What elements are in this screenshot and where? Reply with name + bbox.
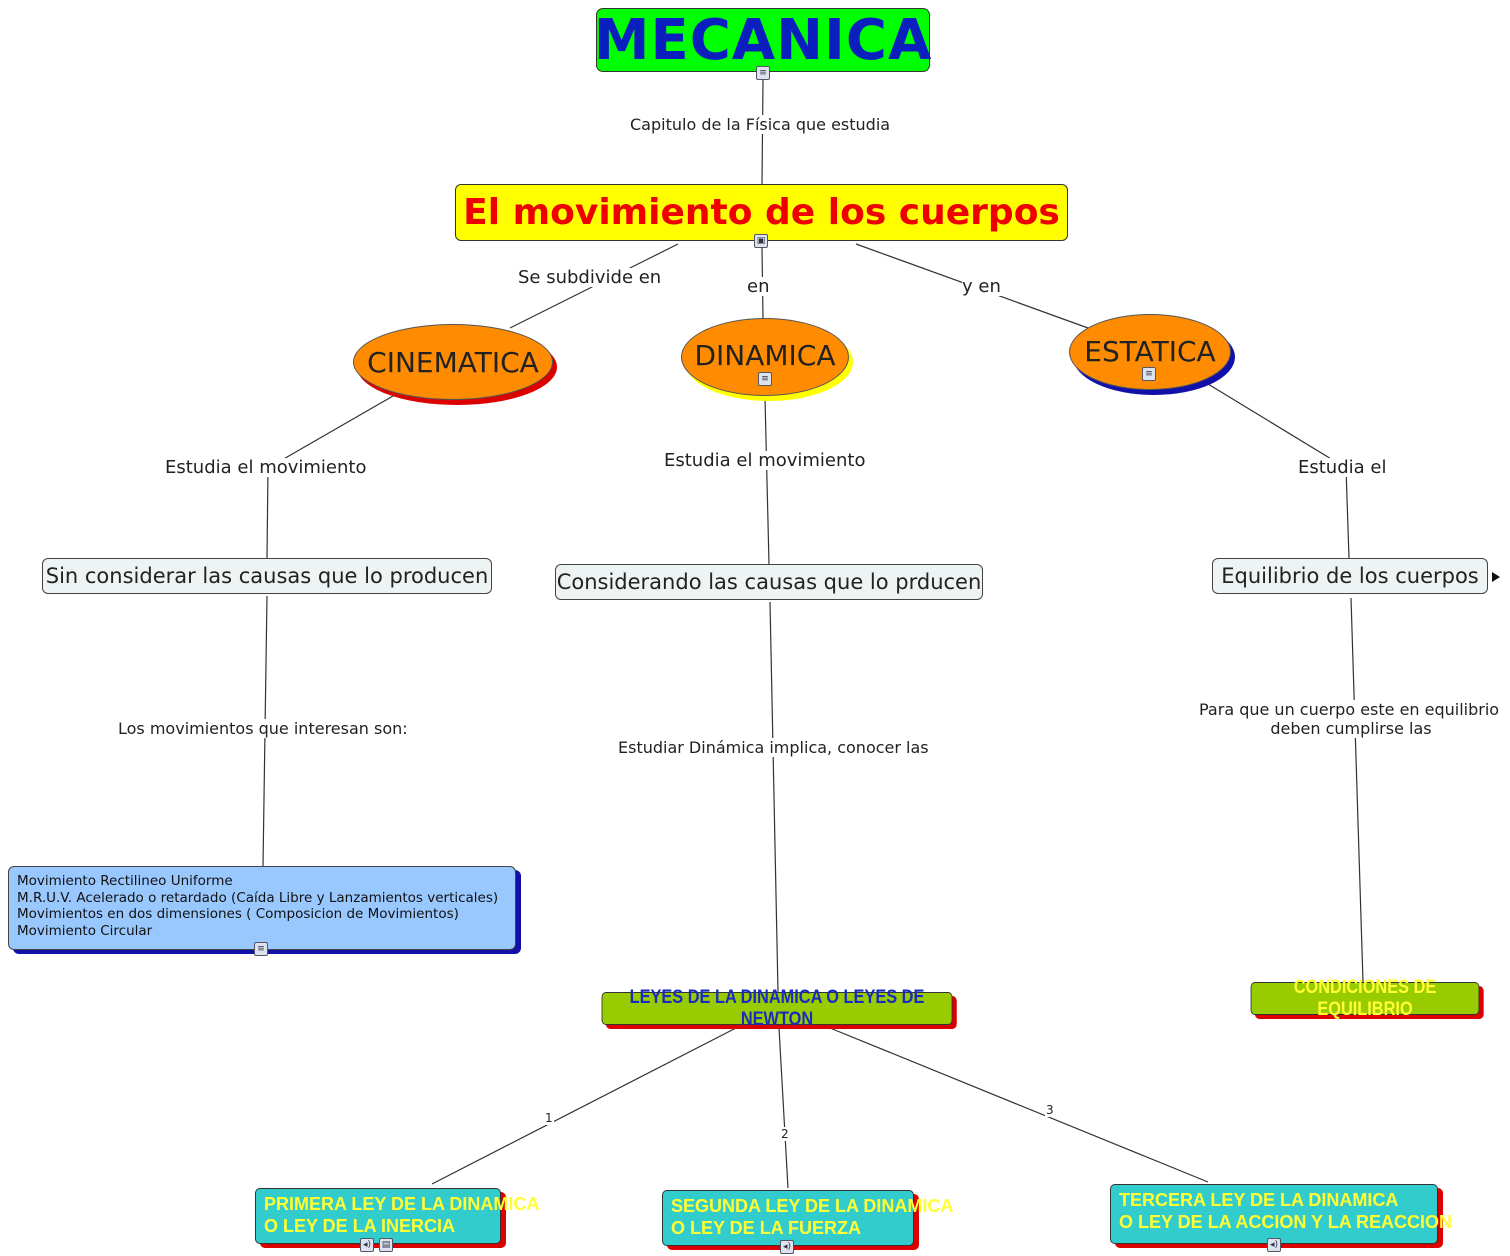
concept-segunda-ley-line-2: O LEY DE LA FUERZA: [671, 1218, 862, 1238]
concept-segunda-ley[interactable]: SEGUNDA LEY DE LA DINAMICA O LEY DE LA F…: [662, 1190, 954, 1246]
audio-icon[interactable]: ◂): [780, 1240, 794, 1254]
link-number-1: 1: [544, 1111, 554, 1125]
concept-mecanica-label: MECANICA: [593, 7, 933, 73]
concept-mecanica[interactable]: MECANICA: [593, 7, 933, 73]
link-label-capitulo: Capitulo de la Física que estudia: [630, 115, 891, 134]
list-item: M.R.U.V. Acelerado o retardado (Caída Li…: [17, 889, 499, 906]
link-label-interesan: Los movimientos que interesan son:: [118, 719, 408, 738]
concept-primera-ley-line-2: O LEY DE LA INERCIA: [264, 1216, 456, 1236]
concept-leyes-newton-label: LEYES DE LA DINAMICA O LEYES DE NEWTON: [629, 986, 925, 1030]
concept-cinematica[interactable]: CINEMATICA: [353, 324, 553, 400]
concept-movimientos-list[interactable]: Movimiento Rectilineo Uniforme M.R.U.V. …: [8, 866, 516, 950]
link-number-3: 3: [1045, 1103, 1055, 1117]
link-label-estudia-movimiento: Estudia el movimiento: [165, 457, 367, 478]
link-label-estudia-el: Estudia el: [1298, 457, 1387, 478]
concept-considerando-label: Considerando las causas que lo prducen: [556, 570, 982, 594]
concept-segunda-ley-line-1: SEGUNDA LEY DE LA DINAMICA: [671, 1196, 954, 1216]
video-icon[interactable]: ▤: [379, 1238, 393, 1252]
audio-icon[interactable]: ◂): [360, 1238, 374, 1252]
concept-tercera-ley-line-1: TERCERA LEY DE LA DINAMICA: [1119, 1190, 1399, 1210]
concept-tercera-ley[interactable]: TERCERA LEY DE LA DINAMICA O LEY DE LA A…: [1110, 1184, 1453, 1244]
concept-movimiento-label: El movimiento de los cuerpos: [463, 192, 1060, 233]
list-item: Movimiento Rectilineo Uniforme: [17, 873, 233, 889]
concept-movimiento[interactable]: El movimiento de los cuerpos: [455, 184, 1068, 241]
list-item: Movimiento Circular: [17, 922, 153, 939]
concept-sin-considerar-label: Sin considerar las causas que lo produce…: [45, 564, 489, 588]
concept-cinematica-label: CINEMATICA: [367, 345, 539, 379]
image-icon[interactable]: ▣: [754, 234, 768, 248]
concept-considerando[interactable]: Considerando las causas que lo prducen: [555, 564, 983, 600]
link-label-estudia-movimiento: Estudia el movimiento: [664, 450, 866, 471]
list-item: Movimientos en dos dimensiones ( Composi…: [17, 906, 459, 923]
concept-primera-ley-line-1: PRIMERA LEY DE LA DINAMICA: [264, 1194, 540, 1214]
concept-tercera-ley-line-2: O LEY DE LA ACCION Y LA REACCION: [1119, 1212, 1453, 1232]
link-label-en: en: [747, 276, 770, 297]
document-icon[interactable]: ≡: [1142, 367, 1156, 381]
concept-estatica-label: ESTATICA: [1084, 335, 1216, 368]
concept-equilibrio[interactable]: Equilibrio de los cuerpos: [1212, 558, 1488, 594]
link-label-para-que-line-2: deben cumplirse las: [1270, 719, 1432, 738]
document-icon[interactable]: ≡: [756, 66, 770, 80]
document-icon[interactable]: ≡: [758, 372, 772, 386]
concept-primera-ley[interactable]: PRIMERA LEY DE LA DINAMICA O LEY DE LA I…: [255, 1188, 540, 1244]
link-label-subdivide: Se subdivide en: [518, 267, 662, 288]
concept-condiciones-equilibrio[interactable]: CONDICIONES DE EQUILIBRIO: [1250, 977, 1480, 1020]
concept-leyes-newton[interactable]: LEYES DE LA DINAMICA O LEYES DE NEWTON: [601, 987, 953, 1030]
concept-dinamica-label: DINAMICA: [694, 339, 836, 372]
link-number-2: 2: [780, 1127, 790, 1141]
concept-dinamica[interactable]: DINAMICA: [681, 318, 849, 396]
concept-sin-considerar[interactable]: Sin considerar las causas que lo produce…: [42, 558, 492, 594]
link-label-para-que: Para que un cuerpo este en equilibrio de…: [1199, 700, 1510, 738]
link-label-y-en: y en: [962, 276, 1001, 297]
document-icon[interactable]: ≡: [254, 942, 268, 956]
concept-condiciones-equilibrio-label: CONDICIONES DE EQUILIBRIO: [1293, 976, 1437, 1020]
link-label-implica: Estudiar Dinámica implica, conocer las: [618, 738, 929, 757]
link-label-para-que-line-1: Para que un cuerpo este en equilibrio: [1199, 700, 1500, 719]
audio-icon[interactable]: ◂): [1267, 1238, 1281, 1252]
concept-equilibrio-label: Equilibrio de los cuerpos: [1221, 564, 1479, 588]
